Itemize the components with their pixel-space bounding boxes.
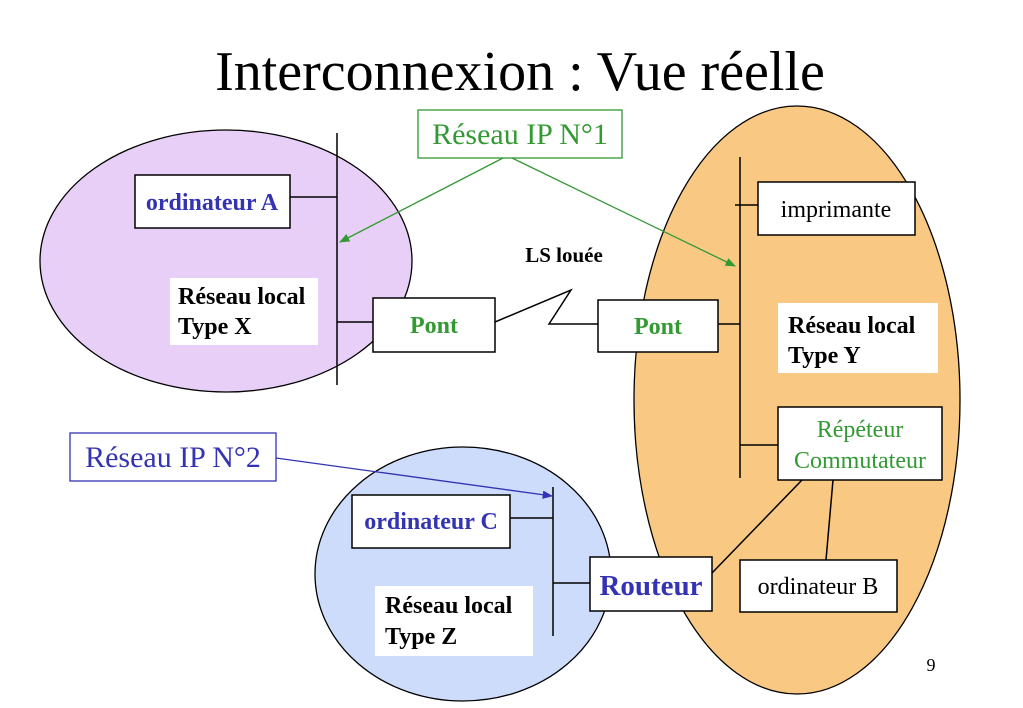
repeater-label-line2: Commutateur (794, 448, 926, 474)
leased-line-label: LS louée (525, 243, 603, 267)
bridge-x-box (372, 297, 496, 353)
ip-network-2-arrow (275, 457, 554, 499)
computer-c-label: ordinateur C (364, 509, 498, 535)
lan-y-ellipse (633, 105, 961, 695)
lan-x-ellipse (39, 129, 413, 393)
lan-z-label-box (375, 586, 533, 656)
lan-z-label-line2: Type Z (385, 624, 457, 650)
lan-z-ellipse (314, 446, 612, 702)
slide-title: Interconnexion : Vue réelle (215, 41, 825, 103)
computer-a-box (134, 174, 291, 229)
repeater-to-computer-b-link (825, 479, 834, 561)
leased-line-zigzag (494, 288, 598, 325)
ip-network-2-box (69, 432, 277, 482)
ip-network-1-label: Réseau IP N°1 (432, 118, 608, 151)
page-number: 9 (927, 655, 936, 675)
lan-y-label-line1: Réseau local (788, 313, 916, 339)
ip-network-1-arrow-right (511, 157, 736, 267)
repeater-box (777, 406, 943, 481)
bridge-y-box (597, 299, 719, 353)
lan-y-label-box (778, 303, 938, 373)
repeater-to-router-link (711, 479, 803, 574)
router-label: Routeur (599, 570, 702, 602)
router-box (589, 556, 713, 612)
printer-label: imprimante (781, 197, 892, 223)
lan-y-label-line2: Type Y (788, 343, 861, 369)
computer-b-box (739, 559, 898, 613)
bridge-y-label: Pont (634, 314, 682, 340)
lan-x-label-line2: Type X (178, 314, 252, 340)
lan-z-label-line1: Réseau local (385, 593, 513, 619)
repeater-label-line1: Répéteur (817, 417, 904, 443)
ip-network-1-arrow-left (339, 157, 504, 243)
computer-a-label: ordinateur A (146, 190, 279, 216)
computer-c-box (351, 494, 511, 549)
computer-b-label: ordinateur B (758, 574, 879, 600)
lan-x-label-box (170, 278, 318, 345)
ip-network-1-box (417, 109, 623, 159)
ip-network-2-label: Réseau IP N°2 (85, 441, 261, 474)
bridge-x-label: Pont (410, 313, 458, 339)
printer-box (757, 181, 916, 236)
lan-x-label-line1: Réseau local (178, 284, 306, 310)
